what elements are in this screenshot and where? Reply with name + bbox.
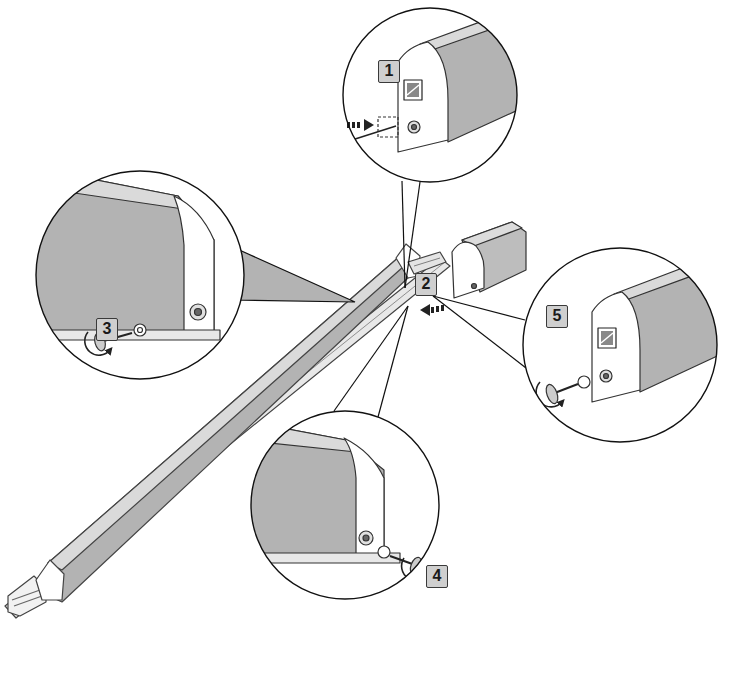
leader-line xyxy=(433,296,525,320)
detail-view xyxy=(600,370,612,382)
detail-view xyxy=(251,411,439,599)
detail-view xyxy=(536,250,730,407)
detail-view xyxy=(329,139,347,162)
detail-view xyxy=(20,165,190,210)
detail-view xyxy=(20,165,244,379)
leader-line xyxy=(334,181,526,417)
callout-number: 5 xyxy=(546,305,568,328)
leader-wedge xyxy=(226,244,355,302)
leader-line xyxy=(433,296,526,368)
detail-view xyxy=(359,531,373,545)
detail-view xyxy=(190,304,206,320)
detail-view xyxy=(347,119,374,131)
detail-view xyxy=(592,292,640,402)
detail-view xyxy=(378,546,390,558)
detail-view xyxy=(352,122,355,128)
detail-view xyxy=(134,324,146,336)
callout-number: 3 xyxy=(96,318,118,341)
detail-view xyxy=(601,331,613,345)
detail-view xyxy=(412,125,417,130)
detail-view xyxy=(240,553,400,563)
detail-view xyxy=(138,328,143,333)
detail-view xyxy=(601,333,613,343)
motion-arrow xyxy=(420,304,444,316)
motion-arrow xyxy=(436,306,439,312)
operator-beam xyxy=(408,252,446,274)
detail-view xyxy=(240,420,356,452)
callout-number: 1 xyxy=(378,60,400,83)
detail-view xyxy=(343,8,517,182)
detail-view xyxy=(344,438,384,556)
end-cap-part xyxy=(462,222,522,246)
detail-view xyxy=(36,171,244,379)
detail-view xyxy=(408,121,420,133)
detail-view xyxy=(598,328,616,348)
detail-view xyxy=(329,0,540,182)
detail-view xyxy=(407,85,419,95)
leader-line xyxy=(378,306,408,417)
detail-view xyxy=(420,0,540,50)
detail-view xyxy=(329,0,540,161)
motion-arrow xyxy=(441,305,444,311)
detail-view xyxy=(544,383,560,405)
detail-view xyxy=(332,136,356,150)
detail-view xyxy=(174,196,214,334)
detail-view xyxy=(614,250,730,300)
end-cap-part xyxy=(472,284,477,289)
callout-number: 2 xyxy=(415,273,437,296)
leader-line xyxy=(402,181,405,288)
detail-view xyxy=(357,122,360,128)
leader-line xyxy=(334,306,408,411)
detail-view xyxy=(20,330,220,340)
detail-view xyxy=(523,248,730,442)
motion-arrow xyxy=(431,307,434,313)
end-cap-part xyxy=(452,242,484,298)
detail-view xyxy=(240,420,384,556)
operator-beam xyxy=(14,596,42,606)
detail-view xyxy=(578,376,590,388)
detail-view xyxy=(404,80,422,100)
detail-view xyxy=(352,126,396,140)
detail-view xyxy=(604,374,609,379)
detail-view xyxy=(20,165,214,334)
detail-view xyxy=(240,411,439,599)
detail-view xyxy=(407,83,419,97)
detail-view xyxy=(364,119,374,131)
motion-arrow xyxy=(420,304,430,316)
detail-view xyxy=(523,248,717,442)
detail-view xyxy=(536,382,562,407)
operator-beam xyxy=(36,560,64,600)
detail-view xyxy=(240,420,428,580)
end-cap-part xyxy=(452,222,526,298)
operator-beam xyxy=(414,258,440,266)
detail-view xyxy=(398,42,448,152)
callout-number: 4 xyxy=(426,565,448,588)
detail-view xyxy=(363,535,369,541)
detail-view xyxy=(195,309,202,316)
